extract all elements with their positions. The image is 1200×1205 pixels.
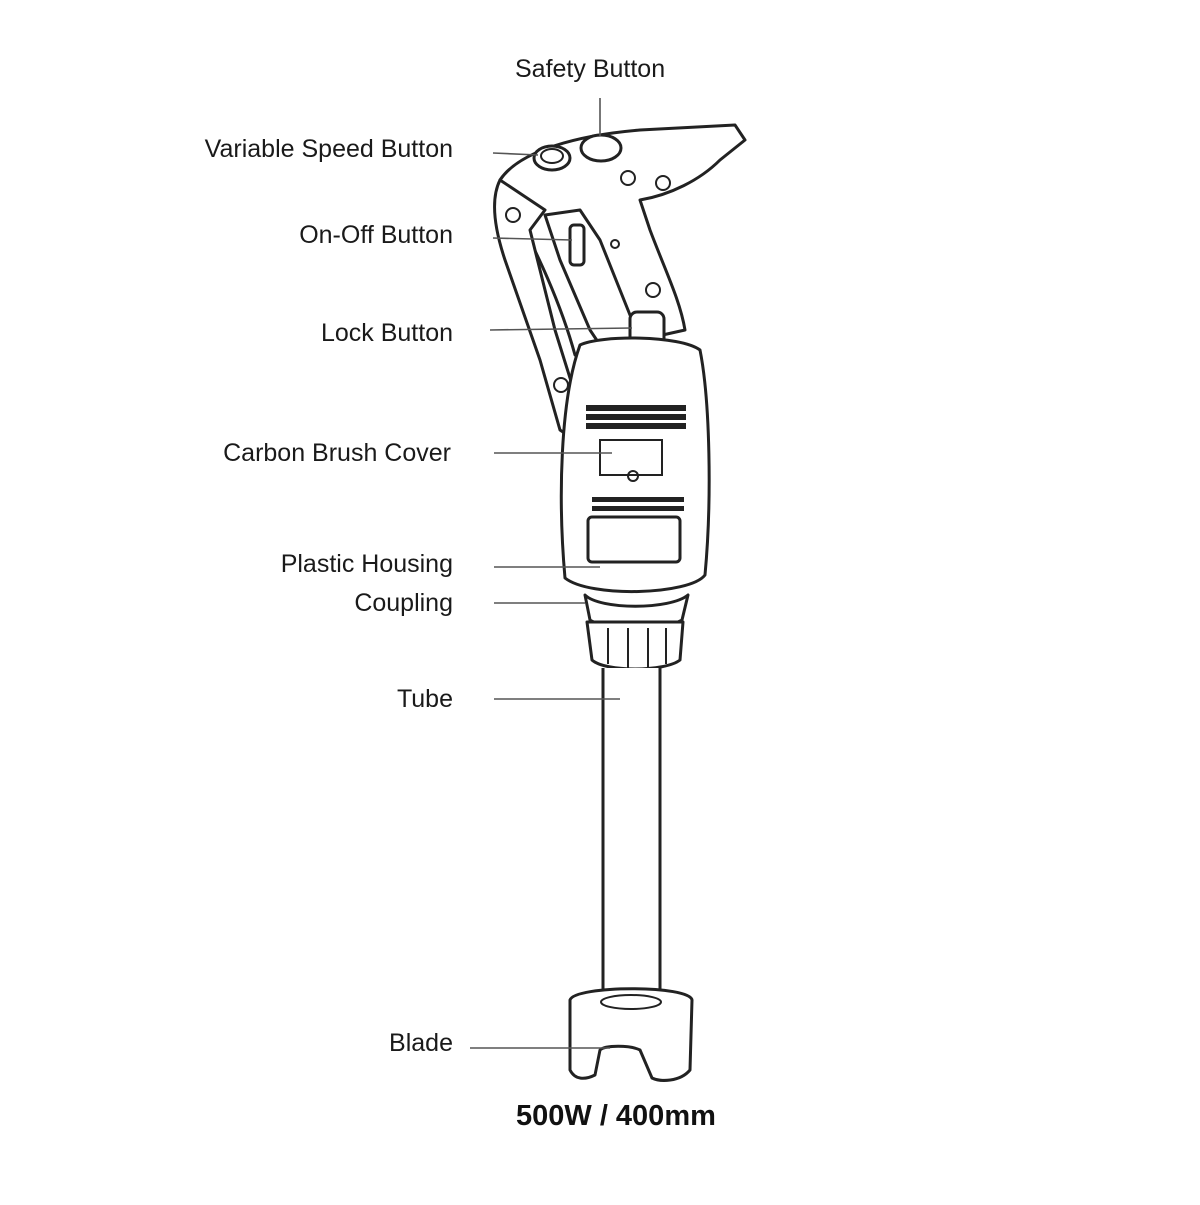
- coupling-ring: [585, 620, 685, 671]
- tube-shape: [601, 668, 662, 1002]
- leader-lines: [470, 98, 633, 1049]
- label-on-off-button: On-Off Button: [299, 221, 453, 249]
- label-lock-button: Lock Button: [320, 319, 453, 347]
- label-carbon-brush-cover: Carbon Brush Cover: [223, 439, 451, 467]
- safety-button-shape: [579, 133, 623, 163]
- label-tube: Tube: [396, 685, 453, 713]
- label-variable-speed-button: Variable Speed Button: [204, 135, 453, 163]
- label-coupling: Coupling: [354, 589, 453, 617]
- carbon-brush-cover-shape: [599, 439, 663, 476]
- label-plastic-housing: Plastic Housing: [280, 550, 453, 578]
- handle-holes: [505, 170, 671, 393]
- blade-guard: [568, 987, 694, 1082]
- label-blade: Blade: [389, 1029, 453, 1057]
- caption-spec: 500W / 400mm: [516, 1100, 716, 1132]
- vents: [586, 405, 686, 511]
- coupling-ribs: [607, 628, 667, 668]
- plastic-housing-panel: [586, 515, 682, 564]
- handle: [493, 123, 747, 442]
- label-safety-button: Safety Button: [515, 55, 666, 83]
- on-off-button-shape: [568, 223, 586, 267]
